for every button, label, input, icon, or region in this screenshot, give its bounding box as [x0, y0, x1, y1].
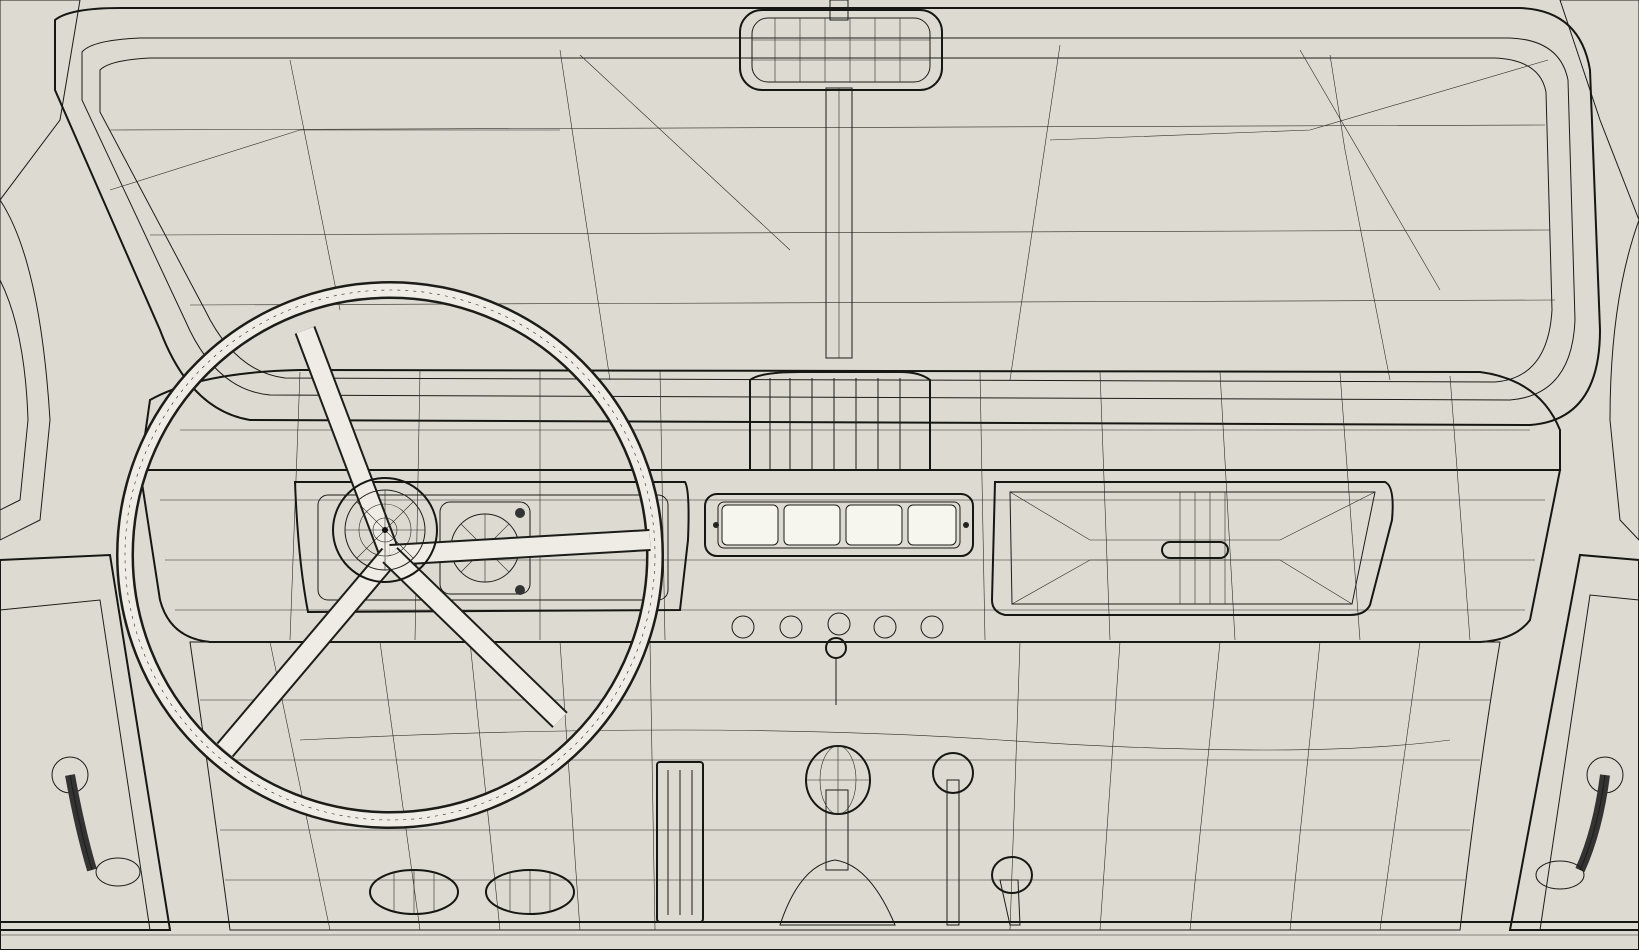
- glovebox: [990, 481, 1394, 616]
- dash-knobs: [731, 612, 944, 705]
- gear-shifter: [779, 745, 896, 926]
- radio-panel: [704, 493, 974, 557]
- door-panel-left: [0, 199, 172, 931]
- windshield-frame: [54, 7, 1602, 427]
- center-vent: [749, 371, 931, 471]
- steering-wheel: [116, 281, 664, 829]
- windshield-glass-mesh: [109, 44, 1556, 381]
- window-crank-left: [51, 756, 141, 887]
- bottom-sill: [0, 921, 1639, 950]
- handbrake-lever: [932, 752, 1033, 926]
- rearview-mirror: [739, 9, 943, 91]
- pedals: [369, 761, 704, 923]
- door-panel-right: [1508, 219, 1639, 931]
- window-crank-right: [1535, 756, 1624, 890]
